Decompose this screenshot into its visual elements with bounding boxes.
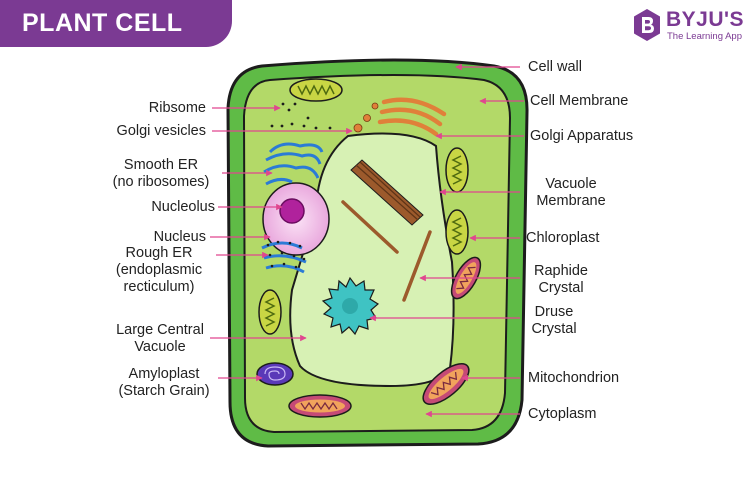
page-title: PLANT CELL	[22, 9, 183, 37]
label-amyloplast: Amyloplast (Starch Grain)	[118, 366, 210, 399]
brand-name: BYJU'S	[666, 8, 745, 31]
label-golgi-apparatus: Golgi Apparatus	[530, 128, 634, 144]
label-vacuole-membrane: Vacuole Membrane	[536, 176, 606, 209]
nucleolus	[279, 198, 305, 224]
label-druse-crystal: Druse Crystal	[531, 304, 577, 337]
rough-er-ribosomes	[266, 240, 306, 269]
label-nucleolus: Nucleolus	[151, 199, 215, 215]
label-smooth-er: Smooth ER (no ribosomes)	[112, 157, 210, 190]
chloroplast-right-2	[445, 209, 469, 255]
amyloplast	[256, 362, 294, 386]
raphide-crystal-needle-1	[341, 200, 399, 254]
smooth-er	[263, 142, 324, 186]
pointer-lines	[210, 63, 524, 418]
label-large-central-vacuole: Large Central Vacuole	[116, 322, 204, 355]
golgi-vesicles	[353, 102, 379, 133]
druse-crystal	[321, 276, 380, 336]
label-ribosome: Ribsome	[148, 100, 206, 116]
label-cell-membrane: Cell Membrane	[530, 93, 629, 109]
golgi-apparatus	[377, 97, 447, 137]
label-nucleus: Nucleus	[153, 229, 206, 245]
label-rough-er: Rough ER (endoplasmic recticulum)	[115, 245, 203, 295]
label-cell-wall: Cell wall	[528, 59, 582, 75]
label-cytoplasm: Cytoplasm	[528, 406, 597, 422]
brand-tagline: The Learning App	[667, 31, 743, 42]
chloroplast-right-1	[445, 147, 469, 193]
label-golgi-vesicles: Golgi vesicles	[116, 123, 206, 139]
label-chloroplast: Chloroplast	[526, 230, 600, 246]
ribosomes	[270, 102, 332, 130]
chloroplast-left	[258, 289, 282, 335]
brand-logo: BYJU'S The Learning App	[632, 8, 744, 44]
mitochondrion-bottom	[288, 394, 352, 418]
brand-logo-mark	[634, 9, 660, 41]
mitochondrion-lower	[422, 363, 470, 405]
raphide-crystal-needle-2	[402, 230, 432, 302]
label-mitochondrion: Mitochondrion	[528, 370, 620, 386]
chloroplast-top	[289, 78, 343, 102]
title-banner: PLANT CELL	[0, 0, 232, 47]
raphide-crystal-bundle	[350, 159, 424, 226]
label-raphide-crystal: Raphide Crystal	[533, 263, 588, 296]
